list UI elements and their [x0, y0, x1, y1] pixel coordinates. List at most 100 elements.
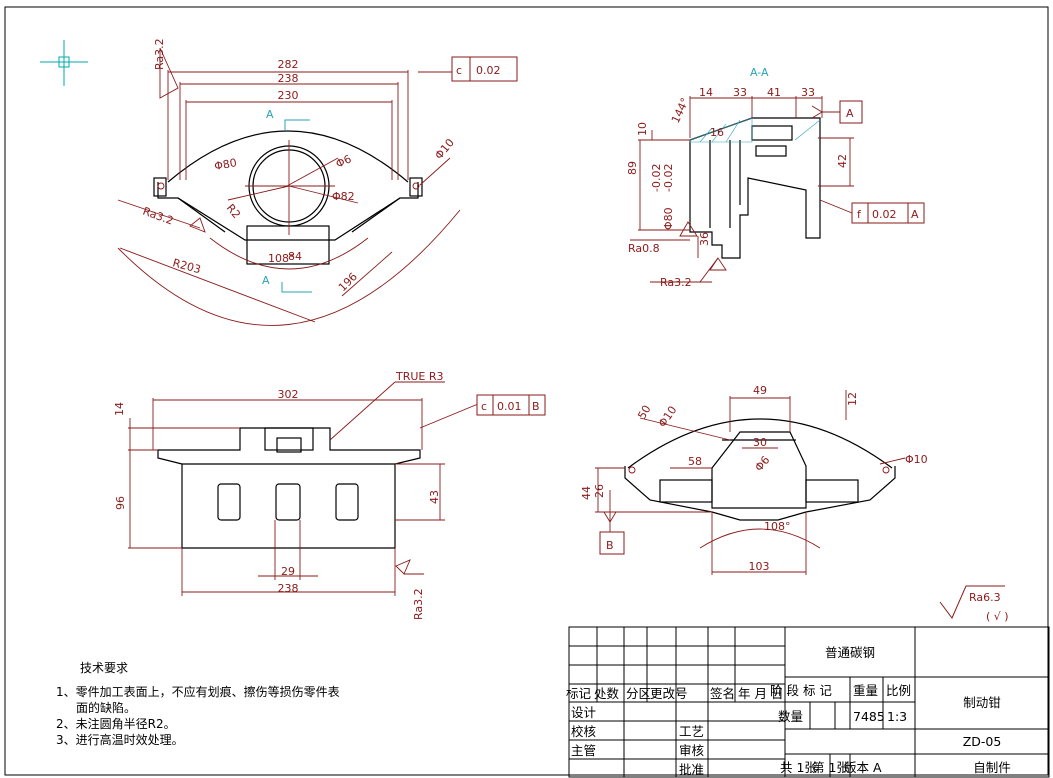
dim-16: 16	[710, 126, 724, 139]
section-title: A-A	[750, 66, 769, 79]
dim-r2: R2	[224, 202, 243, 222]
dim-14-front: 14	[113, 402, 126, 416]
title-block: 普通碳钢 制动钳 ZD-05 自制件 标记 处数 分区 更改号 签名 年 月 日…	[566, 626, 1050, 778]
svg-text:( √ ): ( √ )	[986, 610, 1009, 623]
dim-30: 30	[753, 436, 767, 449]
dim-33b: 33	[801, 86, 815, 99]
dim-108: 108°	[268, 252, 295, 265]
svg-text:A: A	[911, 208, 919, 221]
dim-89: 89	[626, 161, 639, 175]
roughness-ra32: Ra3.2	[153, 38, 166, 70]
hdr-count: 处数	[594, 686, 620, 701]
check-cell: 校核	[571, 724, 597, 739]
tolerance-frame-section: f 0.02 A	[851, 202, 925, 224]
dim-phi6: Φ6	[334, 152, 354, 170]
section-arrow-label: A	[266, 108, 274, 121]
dim-43: 43	[428, 490, 441, 504]
tol-2: -0.02	[662, 164, 675, 192]
material-cell: 普通碳钢	[825, 645, 875, 660]
dim-282: 282	[278, 58, 299, 71]
design-cell: 设计	[571, 705, 596, 720]
tech-req-item-1: 1、零件加工表面上，不应有划痕、擦伤等损伤零件表	[56, 684, 340, 699]
hdr-mark: 标记	[566, 686, 592, 701]
approve-cell: 批准	[679, 762, 704, 777]
origin-cell: 自制件	[973, 760, 1011, 775]
section-arrow-label-bottom: A	[262, 274, 270, 287]
general-roughness: Ra6.3 ( √ )	[939, 585, 1009, 623]
svg-text:0.02: 0.02	[476, 64, 501, 77]
dim-phi10a: Φ10	[656, 404, 680, 430]
review-cell: 审核	[679, 743, 705, 758]
hdr-change: 更改号	[650, 686, 688, 701]
dim-phi80-sec: Φ80	[662, 207, 675, 230]
svg-text:B: B	[532, 400, 540, 413]
dim-196: 196	[336, 270, 360, 294]
part-name-cell: 制动钳	[963, 695, 1001, 710]
dim-50: 50	[635, 403, 653, 422]
tolerance-frame-top: c 0.02	[451, 56, 518, 82]
dim-144: 144°	[669, 96, 692, 126]
dim-108-iso: 108°	[764, 520, 791, 533]
front-view: 302 14 96 43 29 238 Ra3.2 TRUE R3 c 0.01…	[113, 370, 546, 620]
dim-41: 41	[767, 86, 781, 99]
tech-req-item-2: 2、未注圆角半径R2。	[56, 716, 176, 731]
roughness-ra08: Ra0.8	[628, 242, 660, 255]
sheets-total: 共 1张	[780, 760, 817, 775]
process-cell: 工艺	[679, 724, 704, 739]
true-r3-note: TRUE R3	[395, 370, 444, 383]
section-view-aa: A-A	[626, 66, 925, 289]
dim-10: 10	[636, 122, 649, 136]
dim-33a: 33	[733, 86, 747, 99]
svg-text:c: c	[481, 400, 487, 413]
top-outline-arc	[167, 130, 409, 183]
dim-phi10b: Φ10	[905, 453, 928, 466]
top-outline-body	[157, 182, 419, 241]
dim-84: 84	[288, 250, 302, 263]
weight-value: 7485	[853, 709, 885, 724]
crosshair-icon	[40, 40, 88, 86]
tech-req-item-3: 3、进行高温时效处理。	[56, 732, 184, 747]
qty-cell: 数量	[778, 709, 803, 724]
tech-req-item-1b: 面的缺陷。	[76, 700, 136, 715]
dim-230: 230	[278, 89, 299, 102]
dim-302: 302	[278, 388, 299, 401]
dim-14: 14	[699, 86, 713, 99]
dim-26: 26	[593, 484, 606, 498]
dim-103: 103	[749, 560, 770, 573]
roughness-ra32-sec: Ra3.2	[660, 276, 692, 289]
dim-36: 36	[698, 232, 711, 246]
top-view: 282 238 230 A A Φ80 Φ6 Φ82 Φ10 R2 108° 8…	[117, 38, 518, 326]
svg-text:f: f	[857, 208, 862, 221]
hdr-sign: 签名	[710, 686, 735, 701]
dim-49: 49	[753, 384, 767, 397]
dim-phi82: Φ82	[332, 190, 355, 203]
tol-1: -0.02	[650, 164, 663, 192]
manager-cell: 主管	[571, 743, 596, 758]
sheet-border	[4, 6, 1049, 776]
dim-42: 42	[836, 154, 849, 168]
svg-text:0.02: 0.02	[872, 208, 897, 221]
svg-text:Ra6.3: Ra6.3	[969, 591, 1001, 604]
datum-a: A	[839, 100, 863, 124]
tech-requirements: 技术要求 1、零件加工表面上，不应有划痕、擦伤等损伤零件表 面的缺陷。 2、未注…	[56, 661, 340, 747]
stage-mark-cell: 阶 段 标 记	[770, 683, 832, 698]
sheet-number: 第 1张	[812, 760, 849, 775]
hdr-date: 年 月 日	[738, 686, 783, 701]
roughness-ra32-left: Ra3.2	[141, 205, 175, 228]
svg-text:c: c	[456, 64, 462, 77]
roughness-ra32-front: Ra3.2	[412, 588, 425, 620]
dim-29: 29	[281, 565, 295, 578]
dim-58: 58	[688, 455, 702, 468]
svg-text:A: A	[846, 107, 854, 120]
dim-12: 12	[846, 392, 859, 406]
dim-238: 238	[278, 72, 299, 85]
svg-text:0.01: 0.01	[497, 400, 522, 413]
datum-b: B	[599, 531, 625, 555]
tolerance-frame-front: c 0.01 B	[476, 394, 546, 416]
svg-text:B: B	[606, 539, 614, 552]
version-cell: 版本 A	[844, 760, 882, 775]
drawing-no-cell: ZD-05	[963, 734, 1002, 749]
dim-44: 44	[580, 486, 593, 500]
iso-view: 49 50 Φ10 12 30 58 Φ6 Φ10 44 26 108° 103…	[580, 384, 928, 575]
